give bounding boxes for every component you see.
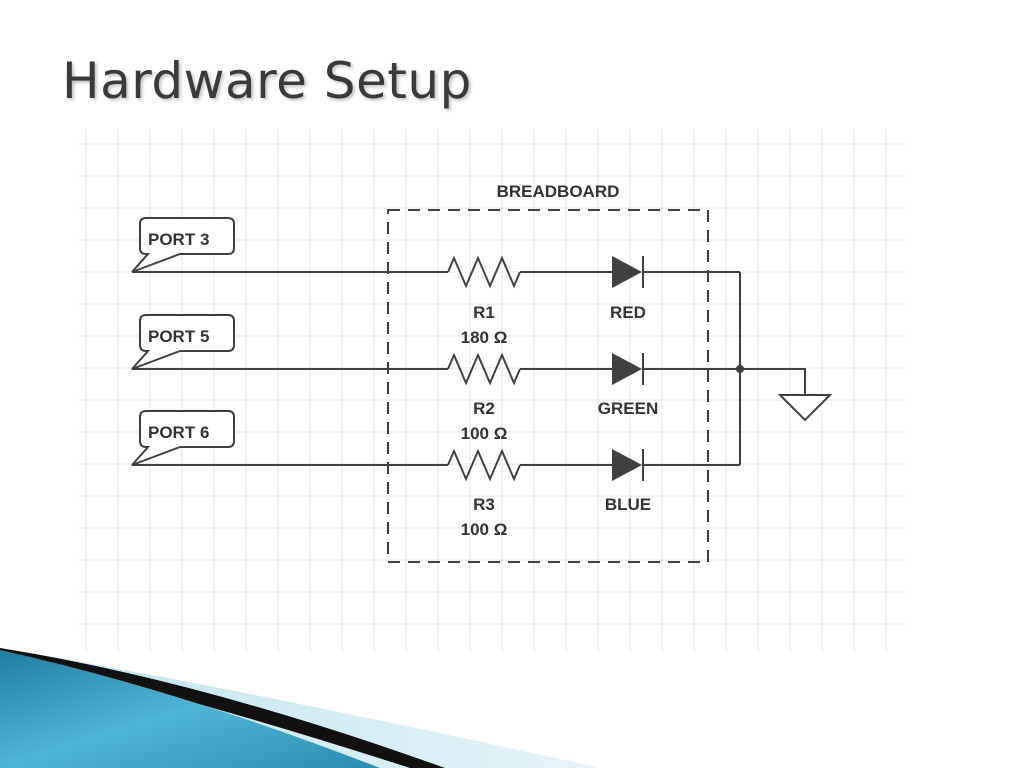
resistor-value: 180 Ω xyxy=(461,328,508,347)
port-label: PORT 3 xyxy=(148,230,209,249)
breadboard-label: BREADBOARD xyxy=(497,182,620,201)
resistor-icon xyxy=(447,448,521,482)
resistor-icon xyxy=(447,255,521,289)
port-label: PORT 5 xyxy=(148,327,209,346)
resistor-value: 100 Ω xyxy=(461,520,508,539)
page-title: Hardware Setup xyxy=(62,52,472,110)
resistor-name: R2 xyxy=(473,399,495,418)
led-diode-icon xyxy=(612,256,642,288)
led-diode-icon xyxy=(612,353,642,385)
ground-icon xyxy=(777,394,833,422)
resistor-value: 100 Ω xyxy=(461,424,508,443)
breadboard-outline xyxy=(387,209,709,563)
led-label: GREEN xyxy=(598,399,658,418)
resistor-icon xyxy=(447,352,521,386)
resistor-name: R3 xyxy=(473,495,495,514)
circuit-row-port3: PORT 3 R1 180 Ω RED xyxy=(131,217,740,347)
led-label: RED xyxy=(610,303,646,322)
led-label: BLUE xyxy=(605,495,651,514)
circuit-row-port6: PORT 6 R3 100 Ω BLUE xyxy=(131,410,740,539)
led-diode-icon xyxy=(612,449,642,481)
port-label: PORT 6 xyxy=(148,423,209,442)
ground-wire xyxy=(740,368,806,395)
swoosh-blue xyxy=(0,650,380,768)
circuit-row-port5: PORT 5 R2 100 Ω GREEN xyxy=(131,314,740,443)
resistor-name: R1 xyxy=(473,303,495,322)
